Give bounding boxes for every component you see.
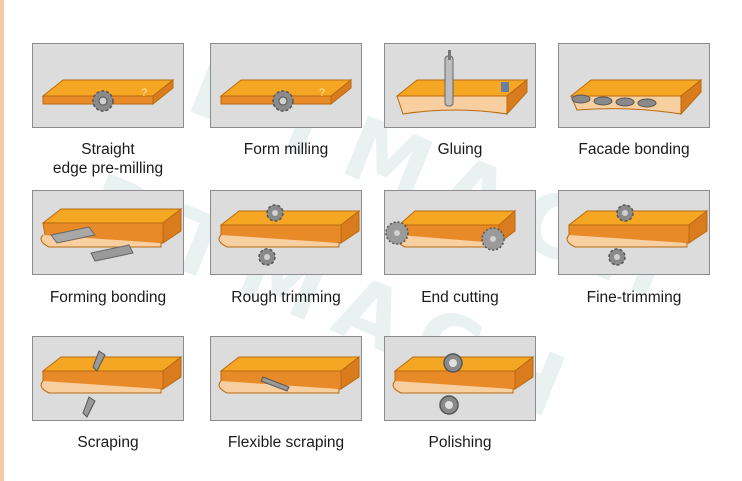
caption-flexible-scraping: Flexible scraping bbox=[227, 434, 345, 451]
milling-cutter-icon bbox=[92, 90, 114, 112]
scraper-blade-icon bbox=[82, 350, 106, 418]
fine-trimming-cutters-icon bbox=[608, 204, 634, 266]
board-forming-profile-illustration bbox=[40, 207, 183, 262]
trimming-cutters-icon bbox=[258, 204, 284, 266]
svg-text:?: ? bbox=[319, 87, 325, 99]
glue-roller-icon bbox=[444, 50, 454, 107]
panel-form-milling: ? bbox=[210, 43, 362, 128]
board-scraping-illustration bbox=[40, 350, 183, 418]
form-cutter-icon bbox=[272, 90, 294, 112]
left-accent-rule bbox=[0, 0, 4, 481]
svg-text:?: ? bbox=[141, 87, 147, 99]
caption-end-cutting: End cutting bbox=[421, 289, 499, 306]
caption-gluing: Gluing bbox=[437, 141, 483, 158]
board-fine-trimming-illustration bbox=[566, 204, 709, 266]
caption-facade-bonding: Facade bonding bbox=[578, 141, 690, 158]
board-end-cutting-illustration bbox=[385, 209, 517, 251]
board-flexible-scraping-illustration bbox=[218, 355, 361, 394]
panel-polishing bbox=[384, 336, 536, 421]
caption-rough-trimming: Rough trimming bbox=[231, 289, 341, 306]
panel-fine-trimming bbox=[558, 190, 710, 275]
caption-straight-edge-pre-milling: Straight edge pre-milling bbox=[52, 141, 164, 177]
caption-forming-bonding: Forming bonding bbox=[49, 289, 167, 306]
caption-fine-trimming: Fine-trimming bbox=[586, 289, 682, 306]
caption-scraping: Scraping bbox=[77, 434, 139, 451]
end-cut-saw-icon bbox=[385, 221, 505, 251]
board-with-form-cutter-illustration: ? bbox=[219, 78, 353, 112]
panel-end-cutting bbox=[384, 190, 536, 275]
caption-polishing: Polishing bbox=[428, 434, 492, 451]
panel-forming-bonding bbox=[32, 190, 184, 275]
forming-blocks-icon bbox=[50, 226, 134, 262]
panel-straight-edge-pre-milling: ? bbox=[32, 43, 184, 128]
board-with-pressure-rollers-illustration bbox=[569, 78, 703, 116]
panel-scraping bbox=[32, 336, 184, 421]
panel-gluing bbox=[384, 43, 536, 128]
pressure-rollers-icon bbox=[571, 94, 657, 108]
polishing-wheels-icon bbox=[439, 353, 463, 415]
panel-facade-bonding bbox=[558, 43, 710, 128]
caption-form-milling: Form milling bbox=[243, 141, 329, 158]
panel-rough-trimming bbox=[210, 190, 362, 275]
flexible-scraper-icon bbox=[260, 376, 290, 392]
board-rough-trimming-illustration bbox=[218, 204, 361, 266]
board-with-cutter-illustration: ? bbox=[41, 78, 175, 112]
board-with-glue-roller-illustration bbox=[395, 50, 529, 116]
panel-flexible-scraping bbox=[210, 336, 362, 421]
board-polishing-illustration bbox=[392, 353, 535, 415]
